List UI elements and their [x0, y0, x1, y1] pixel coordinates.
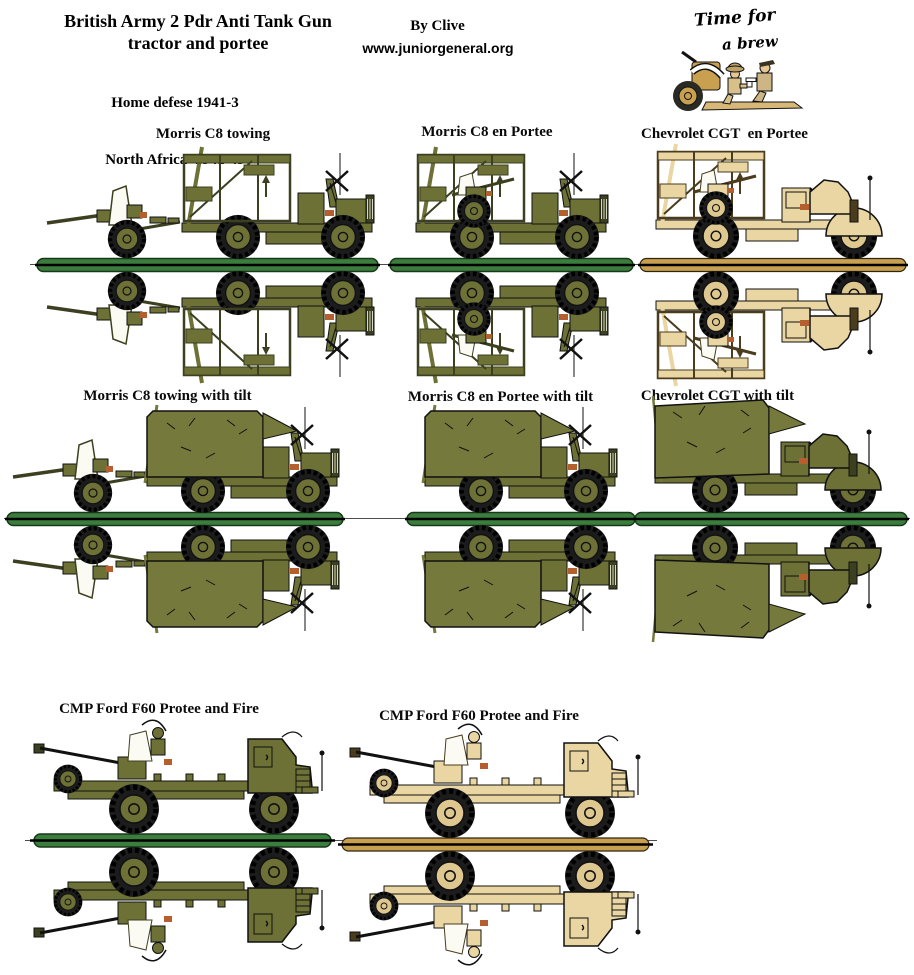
figure-cmp-ford-f60-desert [338, 728, 653, 968]
brew-caption-line1: Time for [693, 5, 777, 31]
figure-cmp-ford-f60-green [30, 724, 335, 964]
byline: By Clive [410, 18, 465, 34]
figure-chevrolet-cgt-tilt [633, 404, 909, 636]
label-morris-c8-portee-tilt: Morris C8 en Portee with tilt [407, 389, 594, 405]
figure-morris-c8-portee [388, 150, 635, 382]
label-morris-c8-towing: Morris C8 towing [155, 126, 271, 142]
label-chevrolet-cgt-portee: Chevrolet CGT en Portee [641, 126, 808, 142]
page-title-line1: British Army 2 Pdr Anti Tank Gun [64, 11, 332, 31]
page-title-line2: tractor and portee [127, 33, 269, 53]
subtitle-home-defence: Home defese 1941-3 [111, 95, 239, 111]
figure-morris-c8-towing [35, 150, 380, 382]
figure-morris-c8-portee-tilt [405, 404, 637, 636]
label-morris-c8-portee: Morris C8 en Portee [421, 124, 553, 140]
label-cmp-ford-f60-desert: CMP Ford F60 Protee and Fire [379, 708, 579, 724]
fold-line-row3 [25, 840, 657, 841]
website-url: www.juniorgeneral.org [362, 40, 514, 56]
label-cmp-ford-f60-green: CMP Ford F60 Protee and Fire [59, 701, 259, 717]
figure-morris-c8-towing-tilt [5, 404, 345, 636]
label-morris-c8-towing-tilt: Morris C8 towing with tilt [83, 388, 252, 404]
page-title: British Army 2 Pdr Anti Tank Gun tractor… [28, 10, 368, 54]
time-for-a-brew-illustration [673, 50, 804, 111]
figure-chevrolet-cgt-portee [638, 150, 908, 382]
